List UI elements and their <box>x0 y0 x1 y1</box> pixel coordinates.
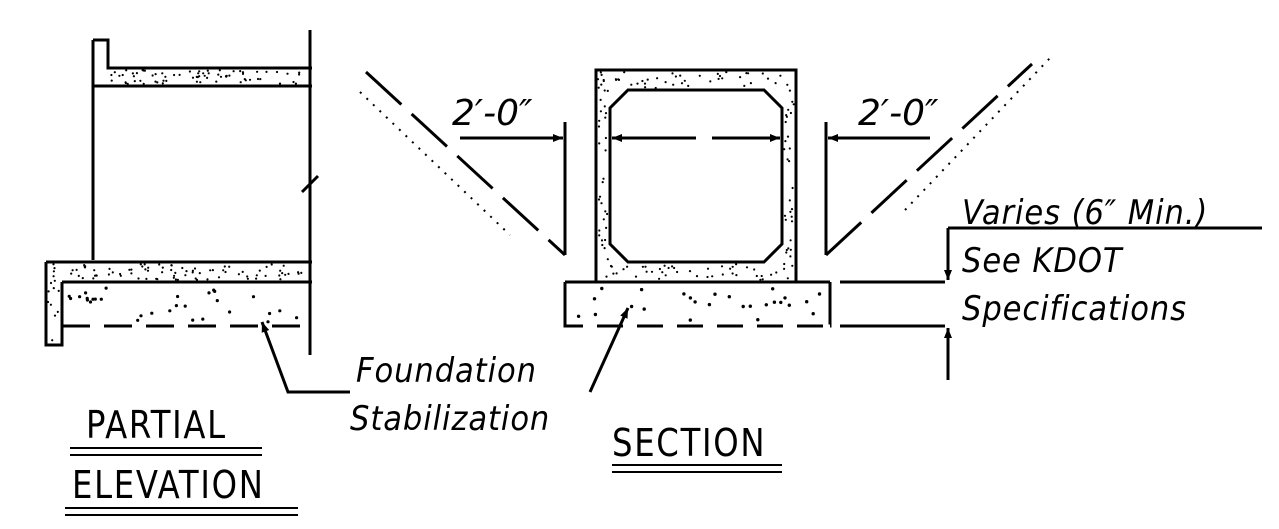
elevation-cutoff-wall <box>44 262 64 347</box>
section-foundation <box>563 280 832 328</box>
partial-elevation-view <box>44 30 320 355</box>
section-view <box>359 57 1262 380</box>
elevation-bottom-slab <box>46 260 312 284</box>
left-dotted-line <box>359 91 511 236</box>
dim-right-label: 2′-0″ <box>858 93 939 134</box>
partial-title: PARTIAL <box>86 403 227 447</box>
break-symbol <box>300 174 320 194</box>
excavation-left-slope <box>364 70 567 257</box>
culvert-inner <box>608 88 784 264</box>
section-title: SECTION <box>612 421 767 465</box>
excavation-right-slope <box>824 62 1034 257</box>
specifications-label: Specifications <box>962 289 1188 329</box>
right-dotted-line <box>904 57 1051 211</box>
concrete-stipple <box>46 68 822 342</box>
foundation-label: Foundation <box>356 351 537 391</box>
leader-left <box>260 321 350 394</box>
leader-right <box>588 307 630 393</box>
dim-left-label: 2′-0″ <box>452 93 533 134</box>
title-underlines <box>65 447 782 516</box>
see-kdot-label: See KDOT <box>962 241 1123 281</box>
stabilization-label: Stabilization <box>350 399 551 439</box>
culvert-outer <box>594 68 798 284</box>
varies-label: Varies (6″ Min.) <box>962 193 1209 233</box>
elevation-title: ELEVATION <box>72 463 265 507</box>
foundation-leaders <box>260 307 630 394</box>
